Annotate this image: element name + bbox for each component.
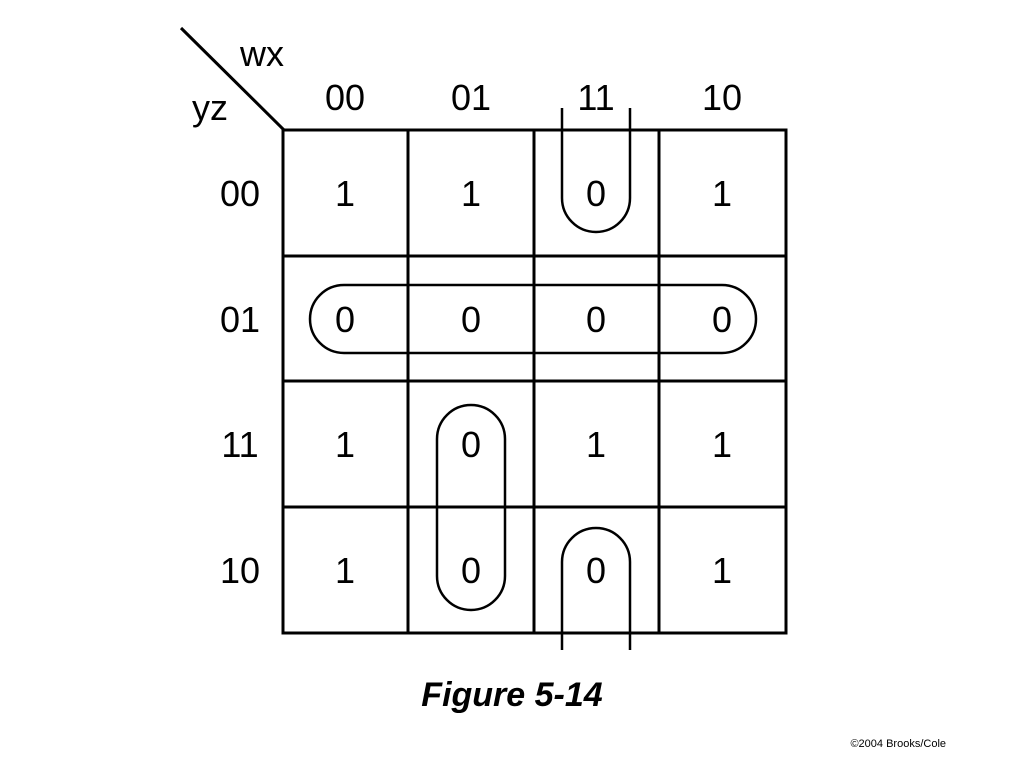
kmap-cell-r2-c0: 1 <box>335 424 355 465</box>
copyright-notice: ©2004 Brooks/Cole <box>850 738 946 750</box>
kmap-cell-r1-c1: 0 <box>461 299 481 340</box>
col-label-11: 11 <box>577 77 614 118</box>
kmap-cell-r3-c1: 0 <box>461 550 481 591</box>
row-label-10: 10 <box>220 550 260 591</box>
kmap-cell-r0-c3: 1 <box>712 173 732 214</box>
col-label-00: 00 <box>325 77 365 118</box>
kmap-cell-r3-c3: 1 <box>712 550 732 591</box>
figure-caption: Figure 5-14 <box>421 676 603 714</box>
kmap-cell-r2-c2: 1 <box>586 424 606 465</box>
row-variable-label: yz <box>192 87 228 128</box>
kmap-cell-r0-c1: 1 <box>461 173 481 214</box>
kmap-cell-r2-c3: 1 <box>712 424 732 465</box>
kmap-cell-r0-c0: 1 <box>335 173 355 214</box>
loop-col-01-rows-11-10 <box>435 403 507 612</box>
kmap-cell-r3-c2: 0 <box>586 550 606 591</box>
kmap-cell-r1-c2: 0 <box>586 299 606 340</box>
col-label-01: 01 <box>451 77 491 118</box>
row-label-01: 01 <box>220 299 260 340</box>
kmap-grid <box>281 128 788 635</box>
kmap-cell-r1-c0: 0 <box>335 299 355 340</box>
corner-diagonal <box>179 26 286 132</box>
col-variable-label: wx <box>239 33 284 74</box>
loop-row-01 <box>308 283 758 355</box>
kmap-cell-r1-c3: 0 <box>712 299 732 340</box>
col-label-10: 10 <box>702 77 742 118</box>
kmap-cell-r2-c1: 0 <box>461 424 481 465</box>
kmap-cell-r0-c2: 0 <box>586 173 606 214</box>
loop-bottom-wrap <box>560 526 632 650</box>
row-label-11: 11 <box>221 424 258 465</box>
row-label-00: 00 <box>220 173 260 214</box>
loop-top-wrap <box>560 108 632 234</box>
kmap-cell-r3-c0: 1 <box>335 550 355 591</box>
kmap-cells: 1 1 0 1 0 0 0 0 1 0 1 1 1 0 0 1 <box>335 173 732 591</box>
